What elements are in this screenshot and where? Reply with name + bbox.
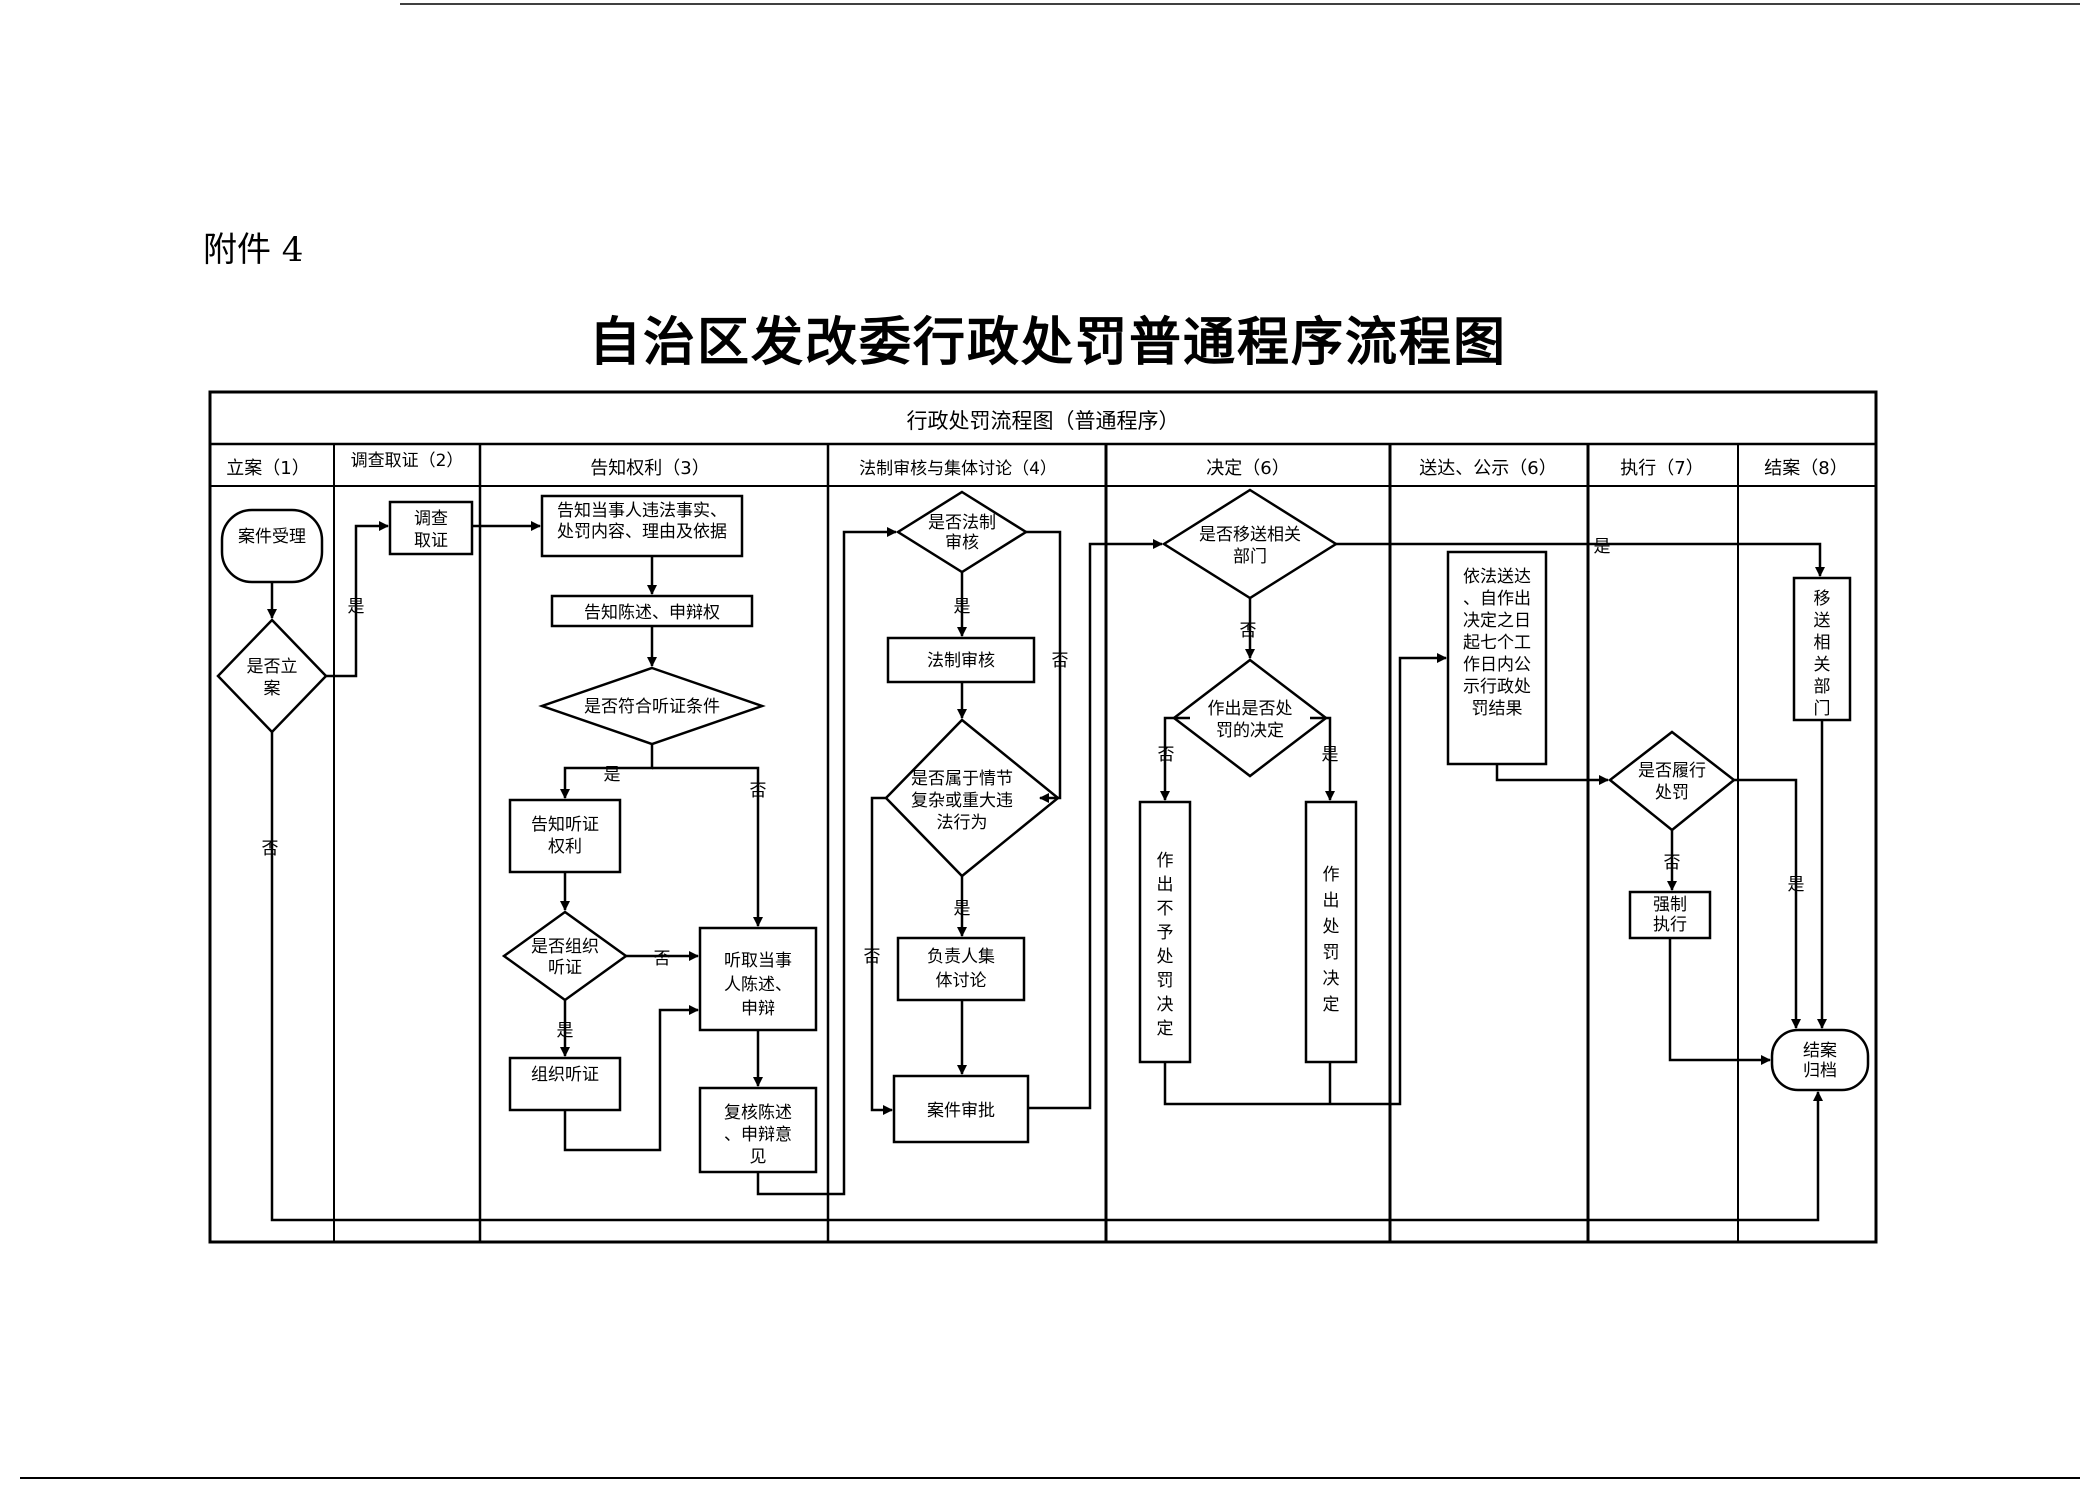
label-hearing-condition: 是否符合听证条件 <box>584 697 720 717</box>
edge-review-legal <box>756 527 897 1196</box>
edge-label-transfer-yes: 是 <box>1594 537 1611 557</box>
edge-perform-yes <box>1734 778 1801 1029</box>
edge-label-organize-no: 否 <box>654 949 671 969</box>
edge-condition-no <box>652 766 763 927</box>
node-collective <box>896 936 1026 1002</box>
label-archive: 结案归档 <box>1803 1041 1837 1081</box>
edge-label-file-yes: 是 <box>348 597 365 617</box>
node-archive <box>1770 1028 1870 1092</box>
edge-label-penalty-yes: 是 <box>1322 745 1339 765</box>
node-notify-defense <box>550 594 754 628</box>
label-organize-decision: 是否组织听证 <box>531 937 599 978</box>
edge-decisions-publicize <box>1163 653 1447 1106</box>
node-legal-review <box>886 636 1036 684</box>
edge-label-organize-yes: 是 <box>557 1021 574 1041</box>
label-notify-defense: 告知陈述、申辩权 <box>584 603 720 623</box>
label-collective: 负责人集体讨论 <box>927 947 995 991</box>
edge-label-perform-yes: 是 <box>1788 875 1805 895</box>
label-approve: 案件审批 <box>927 1101 995 1121</box>
edge-publicize-perform <box>1495 764 1609 785</box>
edge-penalty-no <box>1160 716 1190 801</box>
node-perform-decision <box>1607 730 1737 832</box>
label-notify-facts: 告知当事人违法事实、处罚内容、理由及依据 <box>557 501 727 542</box>
label-listen: 听取当事人陈述、申辩 <box>724 951 792 1019</box>
label-transfer-decision: 是否移送相关部门 <box>1199 525 1301 567</box>
node-notify-hearing <box>508 798 622 874</box>
label-publicize: 依法送达、自作出决定之日起七个工作日内公示行政处罚结果 <box>1463 567 1531 719</box>
annex-label: 附件 4 <box>203 230 304 270</box>
edge-file-no <box>270 732 1823 1222</box>
label-penalty-decision: 作出是否处罚的决定 <box>1208 699 1293 741</box>
label-legal-review: 法制审核 <box>927 651 995 671</box>
edge-label-transfer-no: 否 <box>1240 621 1257 641</box>
node-penalty-decision <box>1171 658 1329 778</box>
node-approve <box>892 1074 1030 1144</box>
edge-label-complex-no: 否 <box>864 947 881 967</box>
node-penalty <box>1304 800 1358 1064</box>
edge-label-condition-yes: 是 <box>604 765 621 785</box>
edge-label-perform-no: 否 <box>1664 853 1681 873</box>
table-frame <box>20 3 2080 1479</box>
node-review <box>698 1086 818 1174</box>
label-organize: 组织听证 <box>531 1065 599 1085</box>
label-perform-decision: 是否履行处罚 <box>1638 761 1706 803</box>
edge-label-complex-yes: 是 <box>954 899 971 919</box>
node-transfer <box>1792 576 1852 722</box>
edge-label-legal-yes: 是 <box>954 597 971 617</box>
column-header-7: 执行（7） <box>1620 458 1703 479</box>
edge-condition-yes <box>560 744 654 799</box>
label-file-decision: 是否立案 <box>247 657 298 699</box>
column-header-3: 告知权利（3） <box>590 458 709 479</box>
node-listen <box>698 926 818 1032</box>
label-penalty: 作出处罚决定 <box>1323 865 1340 1015</box>
table-header: 行政处罚流程图（普通程序） <box>907 409 1180 433</box>
node-investigate <box>388 500 474 556</box>
column-header-5: 决定（6） <box>1206 458 1289 479</box>
label-legal-review-decision: 是否法制审核 <box>928 513 996 553</box>
column-header-6: 送达、公示（6） <box>1419 458 1556 479</box>
column-header-2: 调查取证（2） <box>351 451 464 471</box>
label-transfer: 移送相关部门 <box>1814 589 1831 719</box>
label-no-penalty: 作出不予处罚决定 <box>1157 851 1174 1039</box>
page-title: 自治区发改委行政处罚普通程序流程图 <box>588 312 1507 373</box>
edge-approve-transfer <box>1028 539 1163 1110</box>
edge-transfer-yes <box>1336 542 1825 577</box>
label-enforce: 强制执行 <box>1653 895 1687 935</box>
node-notify-facts <box>540 494 744 558</box>
edge-enforce-archive <box>1668 938 1771 1065</box>
edge-label-penalty-no: 否 <box>1158 745 1175 765</box>
label-review: 复核陈述、申辩意见 <box>724 1103 792 1167</box>
edge-legal-no <box>1026 530 1062 803</box>
label-investigate: 调查取证 <box>414 509 448 551</box>
edge-label-condition-no: 否 <box>750 781 767 801</box>
edge-penalty-yes <box>1310 716 1335 801</box>
label-complex-decision: 是否属于情节复杂或重大违法行为 <box>911 769 1013 833</box>
edge-complex-no <box>870 796 893 1115</box>
column-header-1: 立案（1） <box>226 458 309 479</box>
label-accept: 案件受理 <box>238 527 306 547</box>
edge-label-file-no: 否 <box>262 839 279 859</box>
column-header-4: 法制审核与集体讨论（4） <box>859 459 1057 479</box>
edge-label-legal-no: 否 <box>1052 651 1069 671</box>
column-header-8: 结案（8） <box>1764 458 1847 479</box>
node-no-penalty <box>1138 800 1192 1064</box>
edge-file-yes <box>326 521 389 678</box>
edge-organized-listen <box>563 1005 699 1152</box>
node-publicize <box>1446 550 1548 766</box>
label-notify-hearing: 告知听证权利 <box>531 815 599 857</box>
